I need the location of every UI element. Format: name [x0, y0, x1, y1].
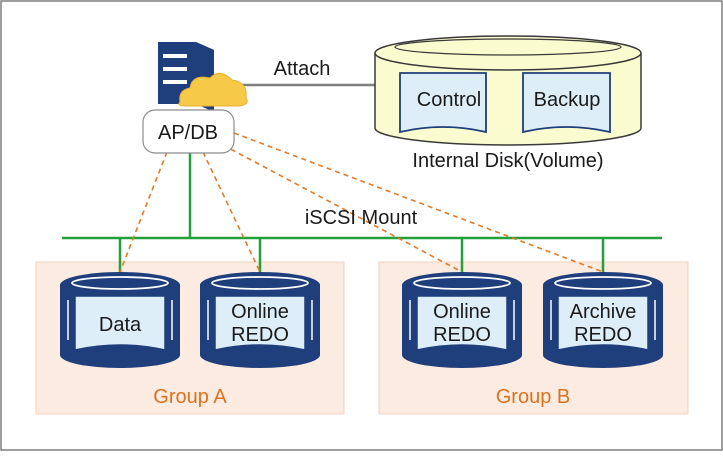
group-b-label: Group B	[496, 386, 570, 408]
disk-archive-redo-line2: REDO	[574, 324, 632, 346]
ap-db-box	[142, 109, 235, 154]
disk-archive-redo-line1: Archive	[570, 301, 637, 323]
iscsi-bus	[62, 152, 662, 278]
disk-online-redo-a: Online REDO	[200, 272, 320, 368]
disk-online-redo-a-line1: Online	[231, 301, 289, 323]
disk-online-redo-b: Online REDO	[402, 272, 522, 368]
disk-data-label: Data	[99, 314, 142, 336]
backup-file: Backup	[522, 72, 611, 134]
disk-online-redo-a-line2: REDO	[231, 324, 289, 346]
attach-label: Attach	[274, 58, 331, 80]
disk-data: Data	[60, 272, 180, 368]
internal-disk-label: Internal Disk(Volume)	[412, 150, 603, 172]
control-file: Control	[399, 72, 487, 134]
backup-file-label: Backup	[534, 89, 601, 111]
control-file-label: Control	[417, 89, 481, 111]
mount-links	[119, 132, 604, 273]
disk-online-redo-b-line1: Online	[433, 301, 491, 323]
cloud-icon	[178, 73, 248, 107]
iscsi-mount-label: iSCSI Mount	[305, 207, 418, 229]
ap-db-label: AP/DB	[158, 122, 218, 144]
disk-online-redo-b-line2: REDO	[433, 324, 491, 346]
disk-archive-redo: Archive REDO	[543, 272, 663, 368]
group-a-label: Group A	[153, 386, 227, 408]
